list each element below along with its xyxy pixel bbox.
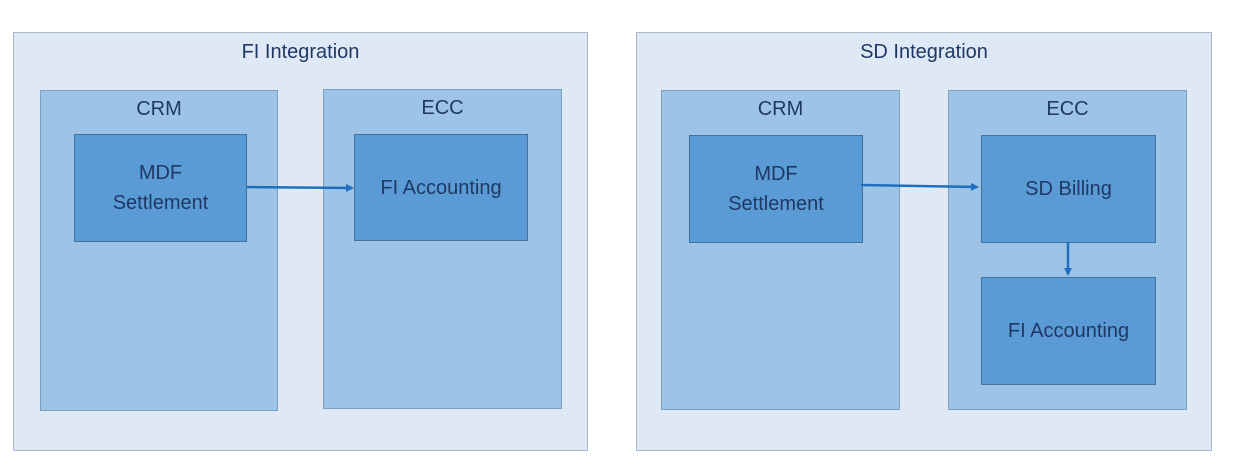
fi-mdf-settlement-line2: Settlement [112,192,209,214]
sd-mdf-settlement-line2: Settlement [728,193,824,215]
fi-ecc-title: ECC [421,97,464,119]
fi-crm-system: CRM MDF Settlement [40,90,278,411]
sd-ecc-title: ECC [1046,98,1089,120]
sd-ecc-system: ECC SD Billing FI Accounting [948,90,1187,410]
fi-integration-title: FI Integration [241,41,360,63]
fi-mdf-settlement-box: MDF Settlement [74,134,247,242]
sd-fi-accounting-label: FI Accounting [1007,320,1130,342]
sd-fi-accounting-box: FI Accounting [981,277,1156,385]
sd-mdf-settlement-line1: MDF [754,163,798,185]
sd-mdf-settlement-box: MDF Settlement [689,135,863,243]
sd-crm-system: CRM MDF Settlement [661,90,900,410]
fi-mdf-settlement-line1: MDF [138,162,183,184]
sd-integration-title: SD Integration [860,41,988,63]
sd-integration-panel: SD Integration CRM MDF Settlement ECC SD… [636,32,1212,451]
fi-crm-title: CRM [136,98,182,120]
fi-ecc-system: ECC FI Accounting [323,89,562,409]
sd-crm-title: CRM [757,98,804,120]
fi-accounting-box: FI Accounting [354,134,528,241]
fi-accounting-label: FI Accounting [380,176,502,199]
sd-billing-box: SD Billing [981,135,1156,243]
sd-billing-label: SD Billing [1025,178,1112,200]
fi-integration-panel: FI Integration CRM MDF Settlement ECC FI… [13,32,588,451]
